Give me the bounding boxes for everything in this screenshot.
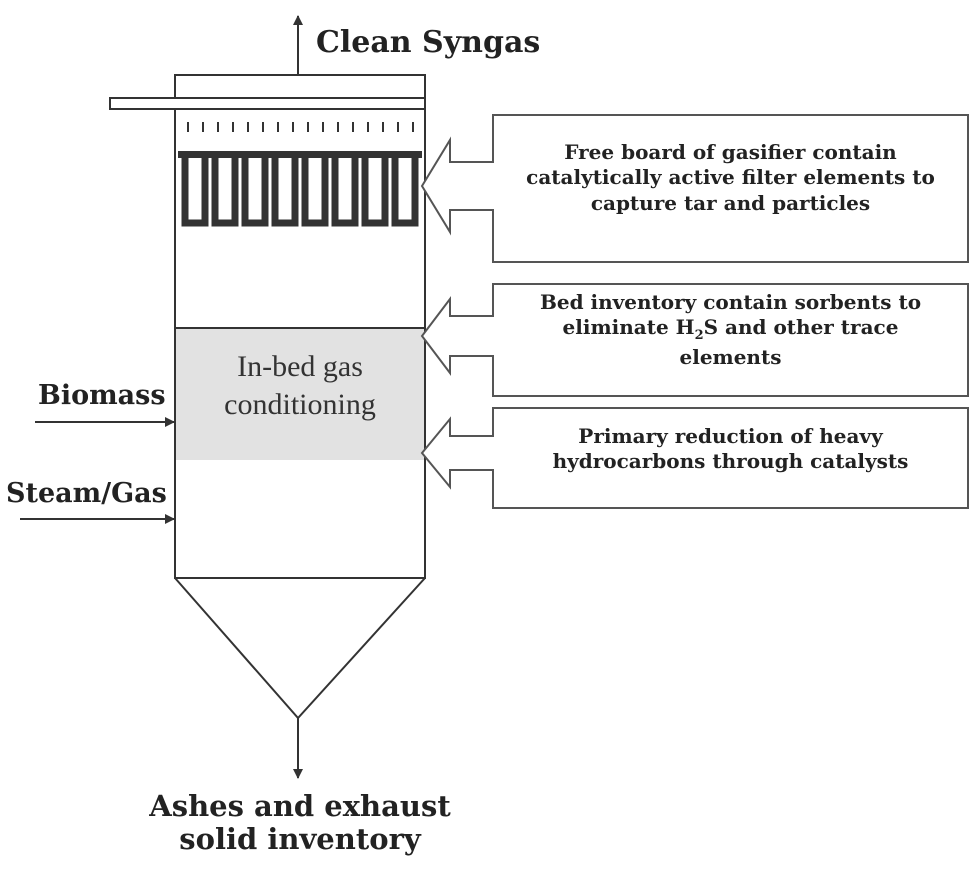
callout-text-3: Primary reduction of heavy hydrocarbons … [493, 424, 968, 475]
filter-element [391, 151, 419, 227]
callout-1-line1: Free board of gasifier contain [564, 140, 897, 164]
filter-element [331, 151, 359, 227]
bed-label-line1: In-bed gas [237, 350, 363, 383]
filter-element [241, 151, 269, 227]
filter-element [181, 151, 209, 227]
callout-1-line3: capture tar and particles [590, 190, 871, 215]
callout-2-line3: elements [679, 344, 782, 369]
gasifier-vessel [174, 74, 426, 579]
cone-bottom [174, 577, 426, 720]
callout-text-2: Bed inventory contain sorbents to elimin… [493, 290, 968, 370]
filter-element [211, 151, 239, 227]
steam-gas-label: Steam/Gas [6, 478, 167, 509]
callout-2-subscript: 2 [694, 328, 704, 344]
callout-1-line2: catalytically active filter elements to [526, 165, 935, 190]
bed-zone [176, 328, 424, 460]
bed-label-line2: conditioning [224, 387, 376, 421]
top-pipe [109, 97, 426, 110]
ashes-label-line1: Ashes and exhaust [149, 789, 451, 823]
callout-2-line2-a: eliminate H [562, 315, 695, 340]
callout-box-1 [420, 114, 969, 263]
callout-2-line1: Bed inventory contain sorbents to [539, 290, 922, 314]
nozzle-ticks [187, 122, 414, 132]
clean-syngas-label: Clean Syngas [316, 25, 541, 60]
filter-element [271, 151, 299, 227]
callout-2-line2-b: S and other trace [703, 315, 899, 340]
callout-text-1: Free board of gasifier contain catalytic… [493, 140, 968, 216]
callout-box-2 [420, 283, 969, 397]
biomass-label: Biomass [38, 380, 166, 411]
ashes-label: Ashes and exhaust solid inventory [130, 789, 470, 857]
filter-elements [178, 151, 422, 227]
ashes-label-line2: solid inventory [179, 822, 421, 857]
filter-element [361, 151, 389, 227]
callout-3-line2: hydrocarbons through catalysts [552, 449, 909, 474]
filter-element [301, 151, 329, 227]
bed-label: In-bed gas conditioning [176, 348, 424, 423]
callout-3-line1: Primary reduction of heavy [578, 424, 883, 448]
callout-2-line2: eliminate H2S and other trace [493, 315, 968, 345]
callout-box-3 [420, 407, 969, 509]
